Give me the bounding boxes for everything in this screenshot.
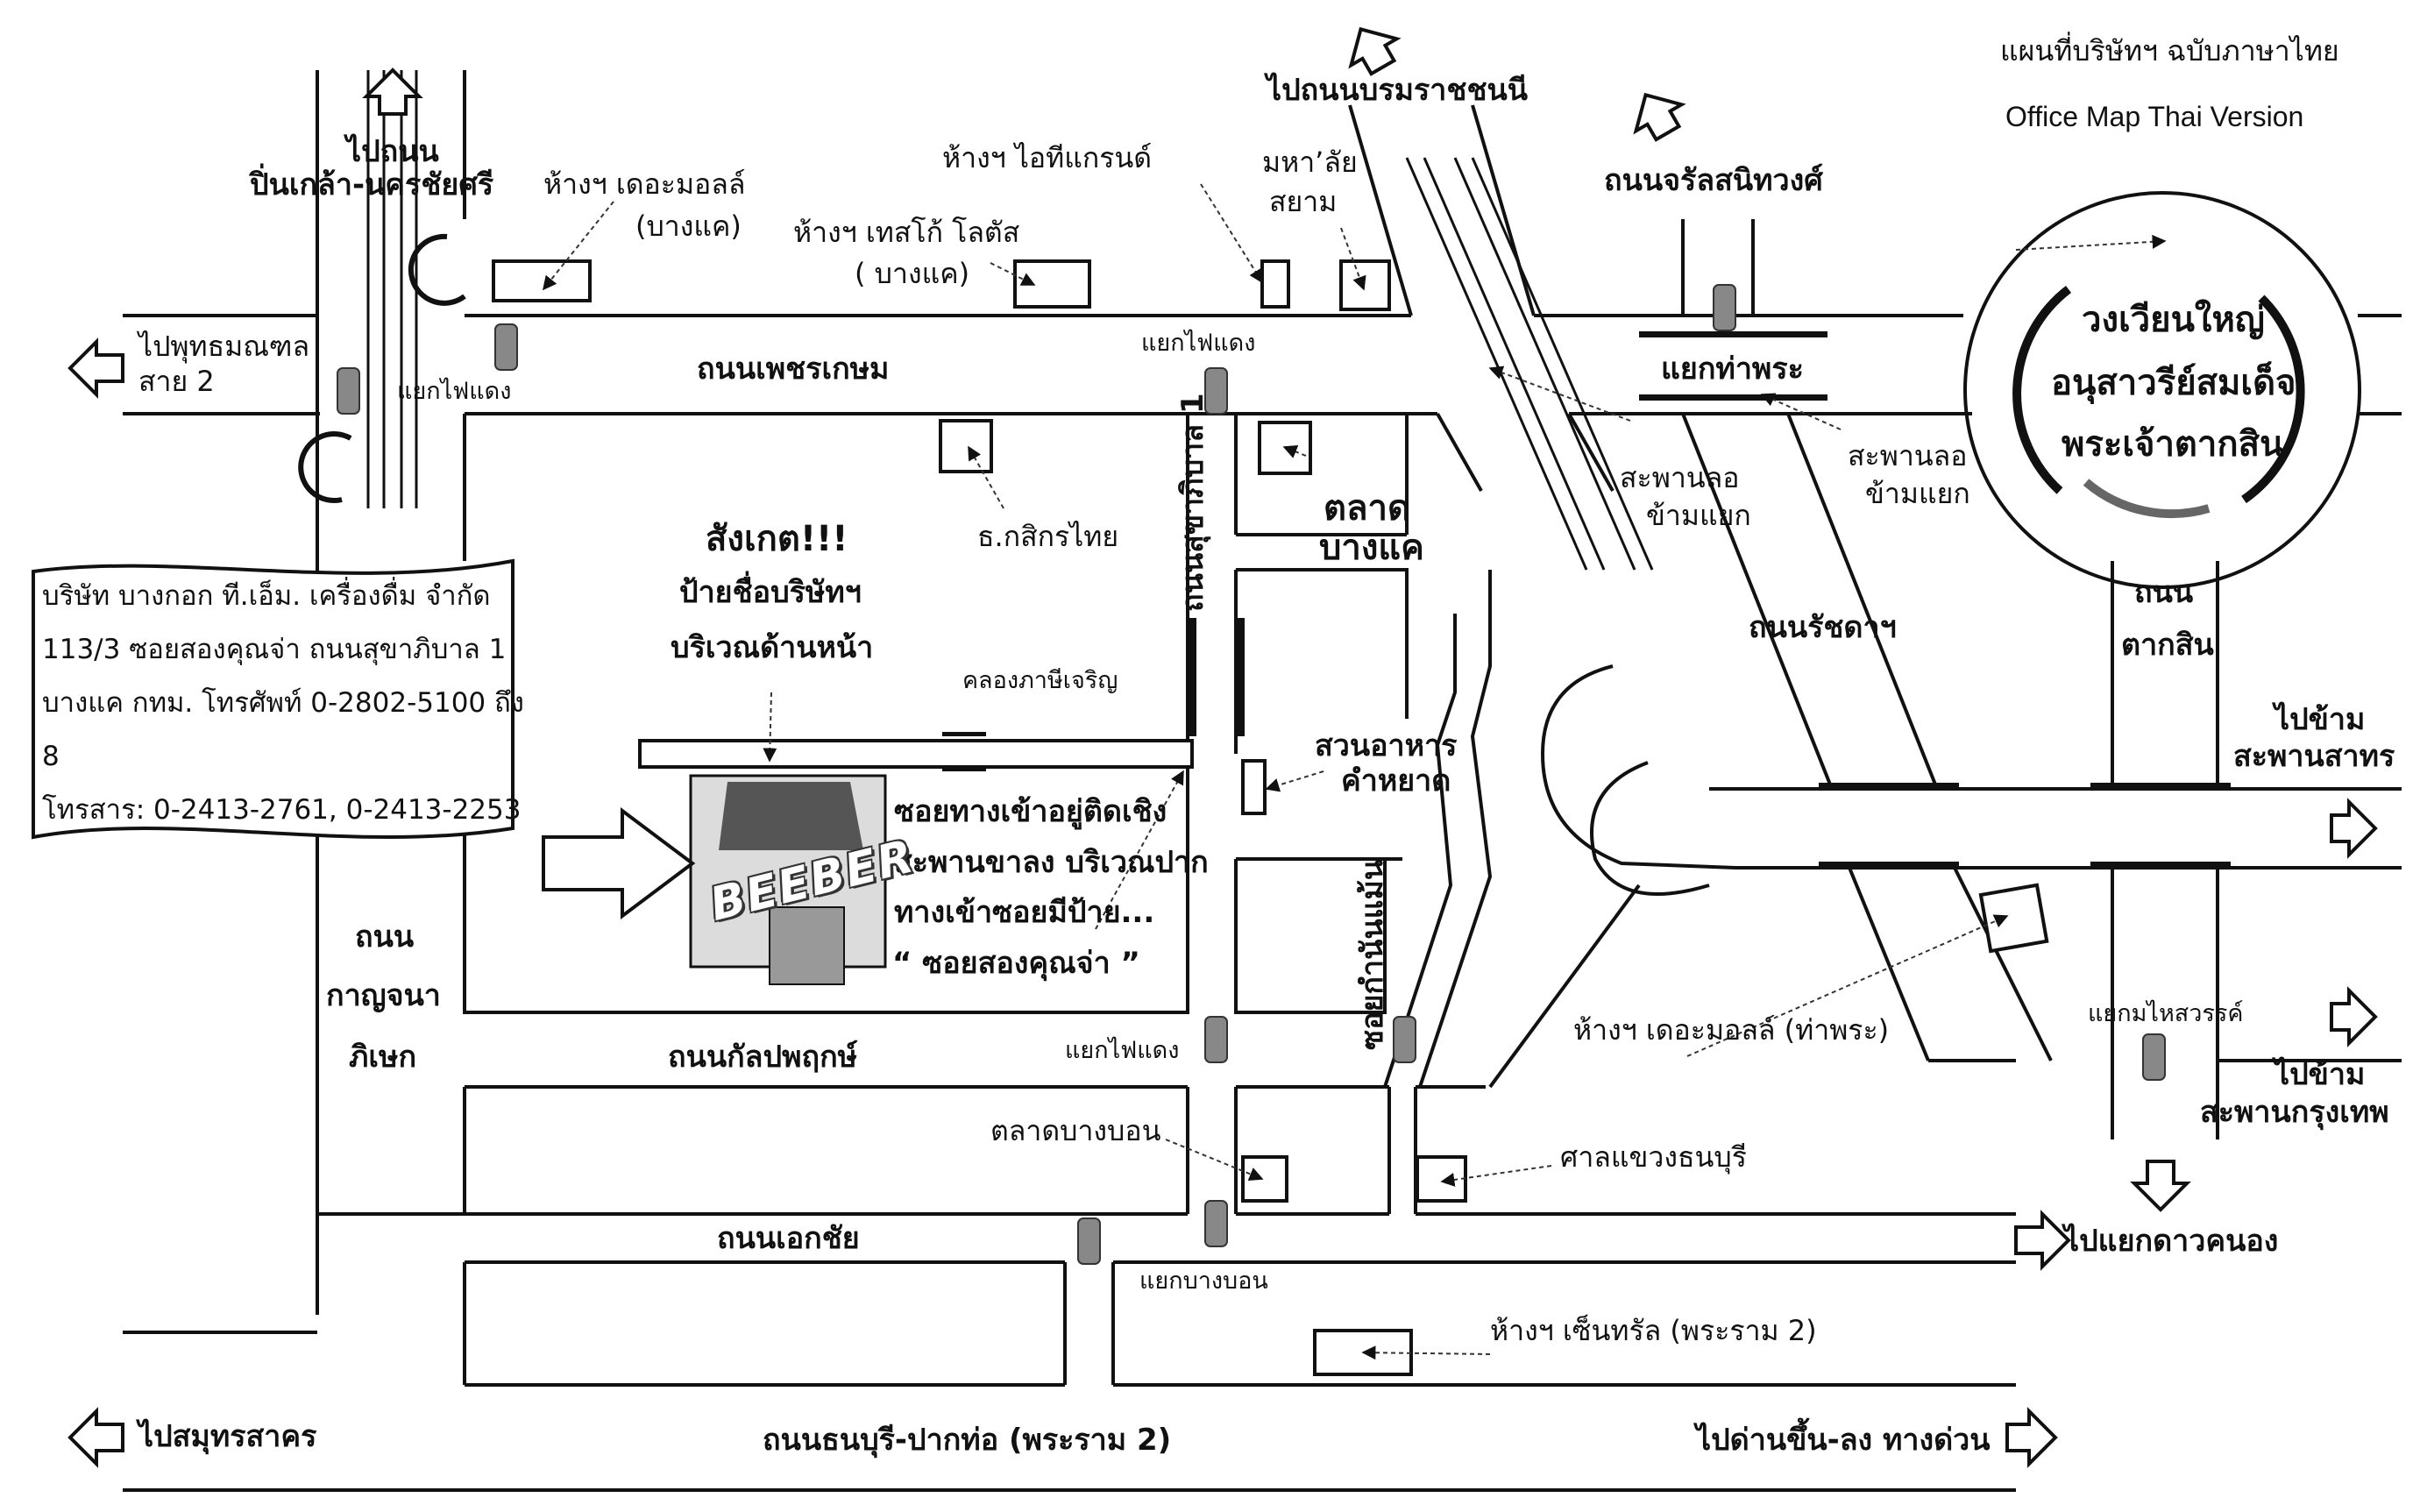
notice-line2: บริเวณด้านหน้า	[671, 630, 874, 665]
soi-note-line3: ทางเข้าซอยมีป้าย...	[894, 895, 1155, 930]
soi-note-line4: “ ซอยสองคุณจ่า ”	[892, 946, 1140, 981]
landmark-flyover2-l1: สะพานลอ	[1848, 439, 1968, 472]
road-sukhaphiban1: ถนนสุขาภิบาล 1	[1175, 393, 1210, 612]
landmark-bangbon-market: ตลาดบางบอน	[990, 1114, 1161, 1147]
landmark-monument-l3: พระเจ้าตากสิน	[2062, 424, 2284, 465]
road-kanchana-l2: กาญจนา	[326, 978, 441, 1013]
road-kanchana-l1: ถนน	[355, 919, 415, 955]
dir-borommaratchachonnani: ไปถนนบรมราชชนนี	[1267, 73, 1528, 108]
road-phetkasem: ถนนเพชรเกษม	[697, 351, 890, 387]
landmark-canal: คลองภาษีเจริญ	[962, 667, 1118, 694]
company-name: บริษัท บางกอก ที.เอ็ม. เครื่องดื่ม จำกัด	[42, 580, 491, 612]
dir-pinklao-l1: ไปถนน	[346, 134, 439, 169]
road-thonburi-paktho: ถนนธนบุรี-ปากท่อ (พระราม 2)	[763, 1423, 1172, 1458]
dir-expressway: ไปด่านขึ้น-ลง ทางด่วน	[1696, 1423, 1991, 1458]
dir-phutthamonthon-l2: สาย 2	[138, 365, 215, 398]
landmark-tesco-l1: ห้างฯ เทสโก้ โลตัส	[793, 216, 1020, 249]
landmark-mall-bangkhae-l1: ห้างฯ เดอะมอลล์	[543, 167, 746, 201]
landmark-bangkhae-market-l2: บางแค	[1319, 528, 1424, 568]
landmark-restaurant-l2: คำหยาด	[1341, 763, 1451, 799]
intersection-light2: แยกไฟแดง	[1141, 330, 1256, 357]
landmark-bangkhae-market-l1: ตลาด	[1324, 488, 1410, 529]
notice-line1: ป้ายชื่อบริษัทฯ	[679, 575, 862, 610]
landmark-monument-l1: วงเวียนใหญ่	[2082, 300, 2265, 340]
road-kanlapaphruek: ถนนกัลปพฤกษ์	[668, 1040, 858, 1075]
intersection-light1: แยกไฟแดง	[397, 378, 512, 405]
dir-phutthamonthon-l1: ไปพุทธมณฑล	[138, 330, 310, 363]
road-soi-kamnan: ซอยกำนันแม้น	[1355, 859, 1390, 1050]
dir-samut-sakhon: ไปสมุทรสาคร	[138, 1419, 317, 1454]
landmark-central: ห้างฯ เซ็นทรัล (พระราม 2)	[1490, 1314, 1817, 1347]
dir-sathon-l2: สะพานสาทร	[2233, 739, 2395, 774]
road-taksin-l1: ถนน	[2134, 575, 2194, 610]
company-address-card	[32, 558, 515, 840]
landmark-siam-univ-l2: สยาม	[1269, 185, 1338, 218]
road-ekkachai: ถนนเอกชัย	[717, 1221, 860, 1256]
dir-dao-khanong: ไปแยกดาวคนอง	[2064, 1224, 2279, 1259]
direction-arrow-icon	[67, 26, 2378, 1468]
company-address-line: 113/3 ซอยสองคุณจ่า ถนนสุขาภิบาล 1	[42, 634, 507, 665]
road-kanchana-l3: ภิเษก	[349, 1040, 417, 1075]
soi-note-line1: ซอยทางเข้าอยู่ติดเชิง	[894, 794, 1167, 829]
dir-krungthep-l2: สะพานกรุงเทพ	[2200, 1095, 2389, 1130]
landmark-kasikorn: ธ.กสิกรไทย	[977, 520, 1119, 553]
landmark-flyover1-l2: ข้ามแยก	[1646, 499, 1751, 532]
traffic-light-icon	[337, 284, 2166, 1265]
dir-sathon-l1: ไปข้าม	[2275, 702, 2366, 737]
company-fax: โทรสาร: 0-2413-2761, 0-2413-2253	[42, 794, 522, 826]
soi-note-line2: สะพานขาลง บริเวณปาก	[894, 845, 1209, 880]
landmark-mall-thaphra: ห้างฯ เดอะมอลล์ (ท่าพระ)	[1573, 1013, 1890, 1047]
map-title-english: Office Map Thai Version	[2005, 101, 2304, 132]
landmark-mall-bangkhae-l2: (บางแค)	[635, 209, 742, 243]
company-address: บริษัท บางกอก ที.เอ็ม. เครื่องดื่ม จำกัด…	[42, 570, 533, 837]
road-taksin-l2: ตากสิน	[2121, 628, 2214, 663]
intersection-tha-phra: แยกท่าพระ	[1661, 351, 1804, 387]
landmark-restaurant-l1: สวนอาหาร	[1315, 728, 1458, 763]
landmark-flyover2-l2: ข้ามแยก	[1865, 477, 1970, 510]
company-phone: บางแค กทม. โทรศัพท์ 0-2802-5100 ถึง 8	[42, 687, 524, 772]
landmark-it-grand: ห้างฯ ไอทีแกรนด์	[942, 141, 1153, 174]
road-charan: ถนนจรัลสนิทวงศ์	[1604, 163, 1823, 198]
intersection-bangbon: แยกบางบอน	[1139, 1267, 1268, 1295]
landmark-flyover1-l1: สะพานลอ	[1620, 461, 1740, 494]
intersection-mahaisawan: แยกมไหสวรรค์	[2088, 1000, 2244, 1027]
landmark-tesco-l2: ( บางแค)	[855, 257, 970, 290]
road-ratchada: ถนนรัชดาฯ	[1749, 610, 1897, 645]
dir-pinklao-l2: ปิ่นเกล้า-นครชัยศรี	[250, 167, 494, 202]
map-title-thai: แผนที่บริษัทฯ ฉบับภาษาไทย	[2000, 34, 2339, 67]
landmark-siam-univ-l1: มหา’ลัย	[1262, 146, 1358, 179]
dir-krungthep-l1: ไปข้าม	[2275, 1057, 2366, 1092]
notice-title: สังเกต!!!	[706, 519, 848, 559]
landmark-monument-l2: อนุสาวรีย์สมเด็จ	[2051, 363, 2296, 403]
intersection-light3: แยกไฟแดง	[1065, 1037, 1180, 1064]
landmark-court: ศาลแขวงธนบุรี	[1560, 1140, 1747, 1174]
